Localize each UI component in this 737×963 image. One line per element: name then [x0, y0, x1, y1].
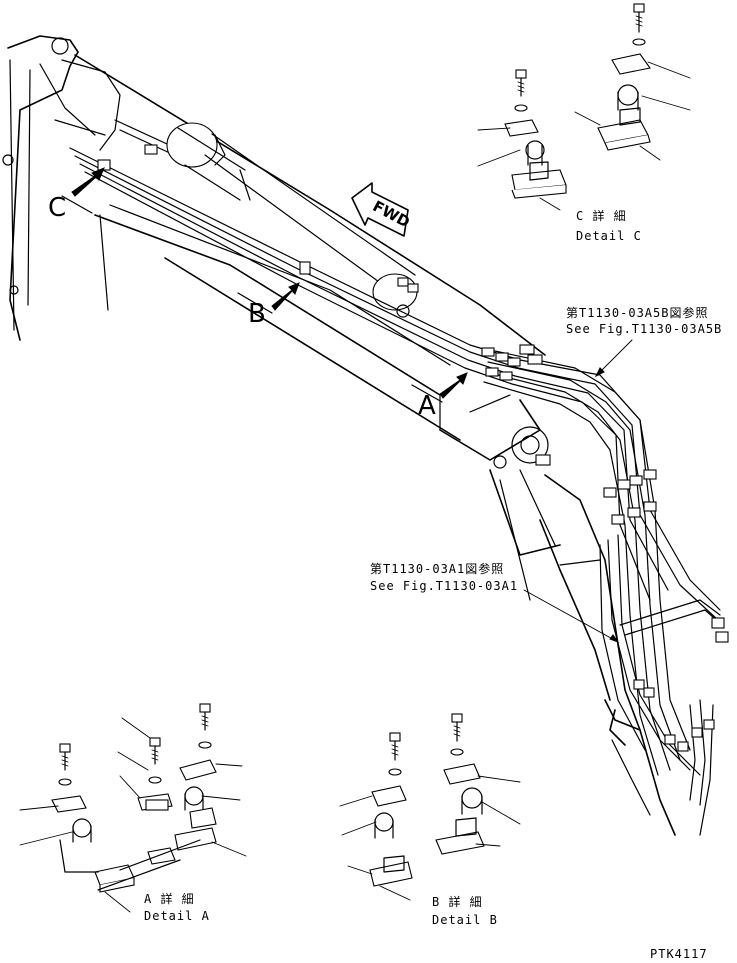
forward-arrow: FWD — [351, 182, 413, 237]
detail-b-en: Detail B — [432, 913, 498, 927]
callout-a: A — [411, 372, 468, 421]
detail-b-jp: B 詳 細 — [432, 894, 483, 909]
detail-c: C 詳 細 Detail C — [477, 3, 691, 243]
detail-c-en: Detail C — [576, 229, 642, 243]
callout-c: C — [48, 167, 105, 223]
callout-a-label: A — [418, 391, 436, 421]
detail-a: A 詳 細 Detail A — [19, 703, 247, 923]
boom-structure — [2, 35, 714, 836]
reference-2: 第T1130-03A1図参照 See Fig.T1130-03A1 — [370, 561, 620, 644]
reference-1: 第T1130-03A5B図参照 See Fig.T1130-03A5B — [566, 305, 722, 378]
ref1-en: See Fig.T1130-03A5B — [566, 322, 722, 336]
callout-c-label: C — [48, 193, 66, 223]
callout-b-label: B — [248, 299, 266, 329]
ref2-en: See Fig.T1130-03A1 — [370, 579, 518, 593]
callout-b: B — [237, 282, 300, 329]
ref1-jp: 第T1130-03A5B図参照 — [566, 305, 708, 320]
ref2-jp: 第T1130-03A1図参照 — [370, 561, 504, 576]
hydraulic-pipes — [69, 144, 729, 806]
detail-a-jp: A 詳 細 — [144, 891, 195, 906]
detail-b: B 詳 細 Detail B — [339, 713, 521, 927]
detail-c-jp: C 詳 細 — [576, 208, 627, 223]
pipe-fittings — [97, 144, 729, 752]
detail-a-en: Detail A — [144, 909, 210, 923]
drawing-number: PTK4117 — [650, 947, 708, 961]
